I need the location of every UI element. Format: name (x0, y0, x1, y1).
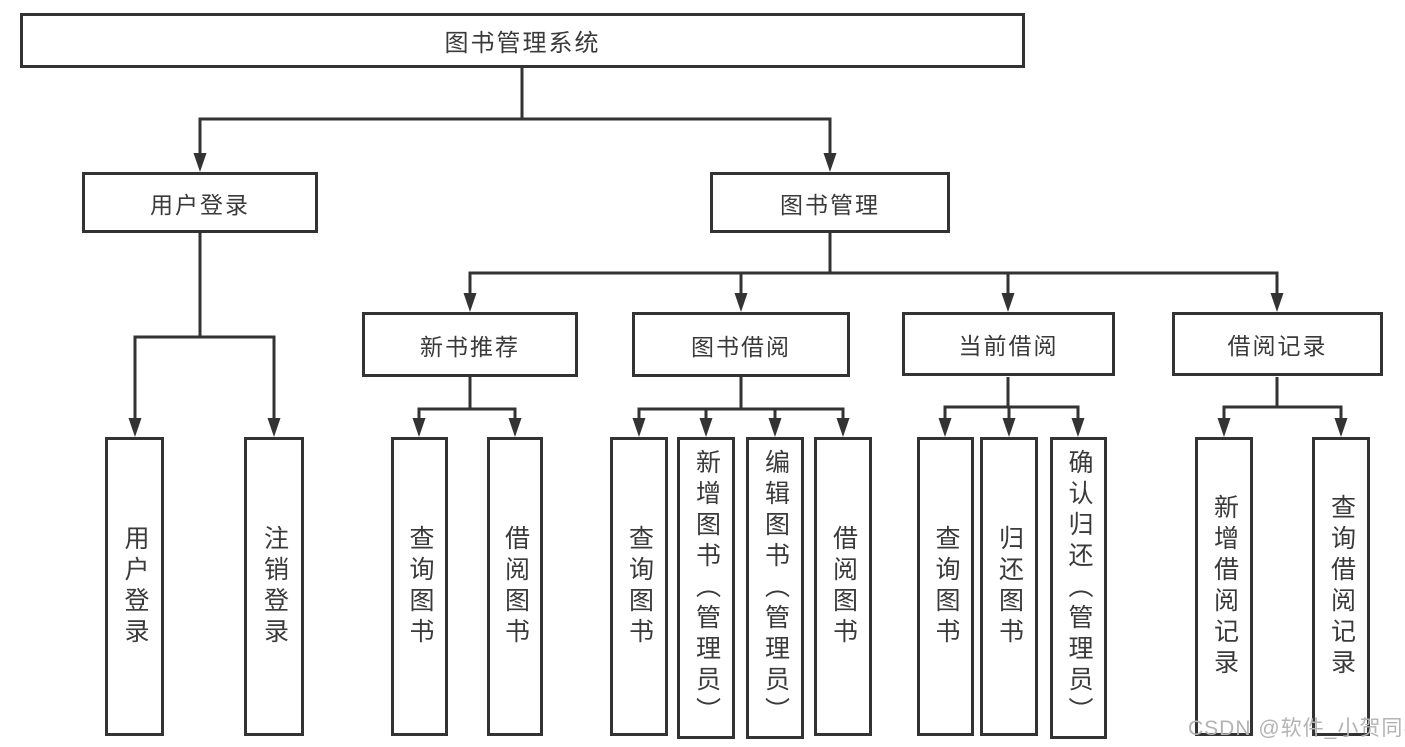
node-label: 查询图书 (406, 524, 434, 649)
arrow-icon (1071, 418, 1085, 437)
node-label: 图书借阅 (691, 333, 791, 360)
leaf-query-books-borrowing: 查询图书 (610, 437, 668, 736)
arrow-icon (632, 418, 646, 437)
node-label: 注销登录 (260, 524, 289, 649)
node-label: 新书推荐 (420, 333, 520, 360)
node-label: 借阅记录 (1227, 333, 1328, 359)
node-label: 用户登录 (150, 191, 250, 218)
arrow-icon (734, 293, 748, 312)
arrow-icon (836, 418, 850, 437)
node-label: 用户登录 (121, 524, 149, 649)
arrow-icon (508, 418, 522, 437)
node-label: 查询借阅记录 (1327, 493, 1356, 680)
leaf-user-login: 用户登录 (105, 437, 164, 736)
arrow-icon (193, 153, 207, 172)
node-label: 图书管理系统 (444, 30, 601, 57)
arrowheads (128, 153, 1348, 437)
node-label: 查询图书 (625, 524, 654, 649)
node-book-borrowing: 图书借阅 (632, 312, 850, 377)
node-new-book-recommendation: 新书推荐 (362, 312, 578, 377)
node-label: 借阅图书 (501, 524, 530, 649)
arrow-icon (1270, 293, 1284, 312)
arrow-icon (938, 418, 952, 437)
leaf-query-books-current: 查询图书 (917, 437, 974, 736)
arrow-icon (768, 418, 782, 437)
node-library-management-system: 图书管理系统 (20, 13, 1025, 68)
arrow-icon (823, 153, 837, 172)
node-label: 编辑图书（管理员） (761, 448, 790, 728)
leaf-logout: 注销登录 (244, 437, 304, 736)
leaf-query-books-recommend: 查询图书 (391, 437, 448, 736)
node-label: 新增图书（管理员） (692, 448, 721, 728)
node-label: 图书管理 (780, 191, 880, 218)
node-label: 查询图书 (932, 524, 960, 649)
node-label: 新增借阅记录 (1210, 493, 1239, 680)
csdn-watermark: CSDN @软件_小贺同学 (1188, 717, 1405, 740)
leaf-add-borrow-record: 新增借阅记录 (1195, 437, 1253, 736)
node-label: 借阅图书 (829, 524, 858, 649)
leaf-borrow-books: 借阅图书 (814, 437, 872, 736)
leaf-edit-books-admin: 编辑图书（管理员） (746, 437, 804, 739)
arrow-icon (267, 418, 281, 437)
node-label: 当前借阅 (958, 333, 1059, 359)
node-book-management: 图书管理 (710, 172, 950, 233)
tree-edges (133, 68, 1343, 420)
node-label: 归还图书 (995, 524, 1024, 649)
node-label: 确认归还（管理员） (1065, 448, 1093, 728)
arrow-icon (1334, 418, 1348, 437)
node-user-login-module: 用户登录 (82, 172, 318, 233)
arrow-icon (412, 418, 426, 437)
arrow-icon (699, 418, 713, 437)
node-borrowing-records: 借阅记录 (1172, 312, 1383, 376)
arrow-icon (1217, 418, 1231, 437)
leaf-borrow-books-recommend: 借阅图书 (487, 437, 543, 736)
arrow-icon (128, 418, 142, 437)
arrow-icon (1002, 418, 1016, 437)
arrow-icon (1001, 293, 1015, 312)
leaf-query-borrow-record: 查询借阅记录 (1312, 437, 1370, 736)
leaf-add-books-admin: 新增图书（管理员） (677, 437, 735, 739)
leaf-return-books: 归还图书 (980, 437, 1038, 736)
node-current-borrowing: 当前借阅 (902, 312, 1115, 376)
arrow-icon (463, 293, 477, 312)
leaf-confirm-return-admin: 确认归还（管理员） (1050, 437, 1107, 739)
